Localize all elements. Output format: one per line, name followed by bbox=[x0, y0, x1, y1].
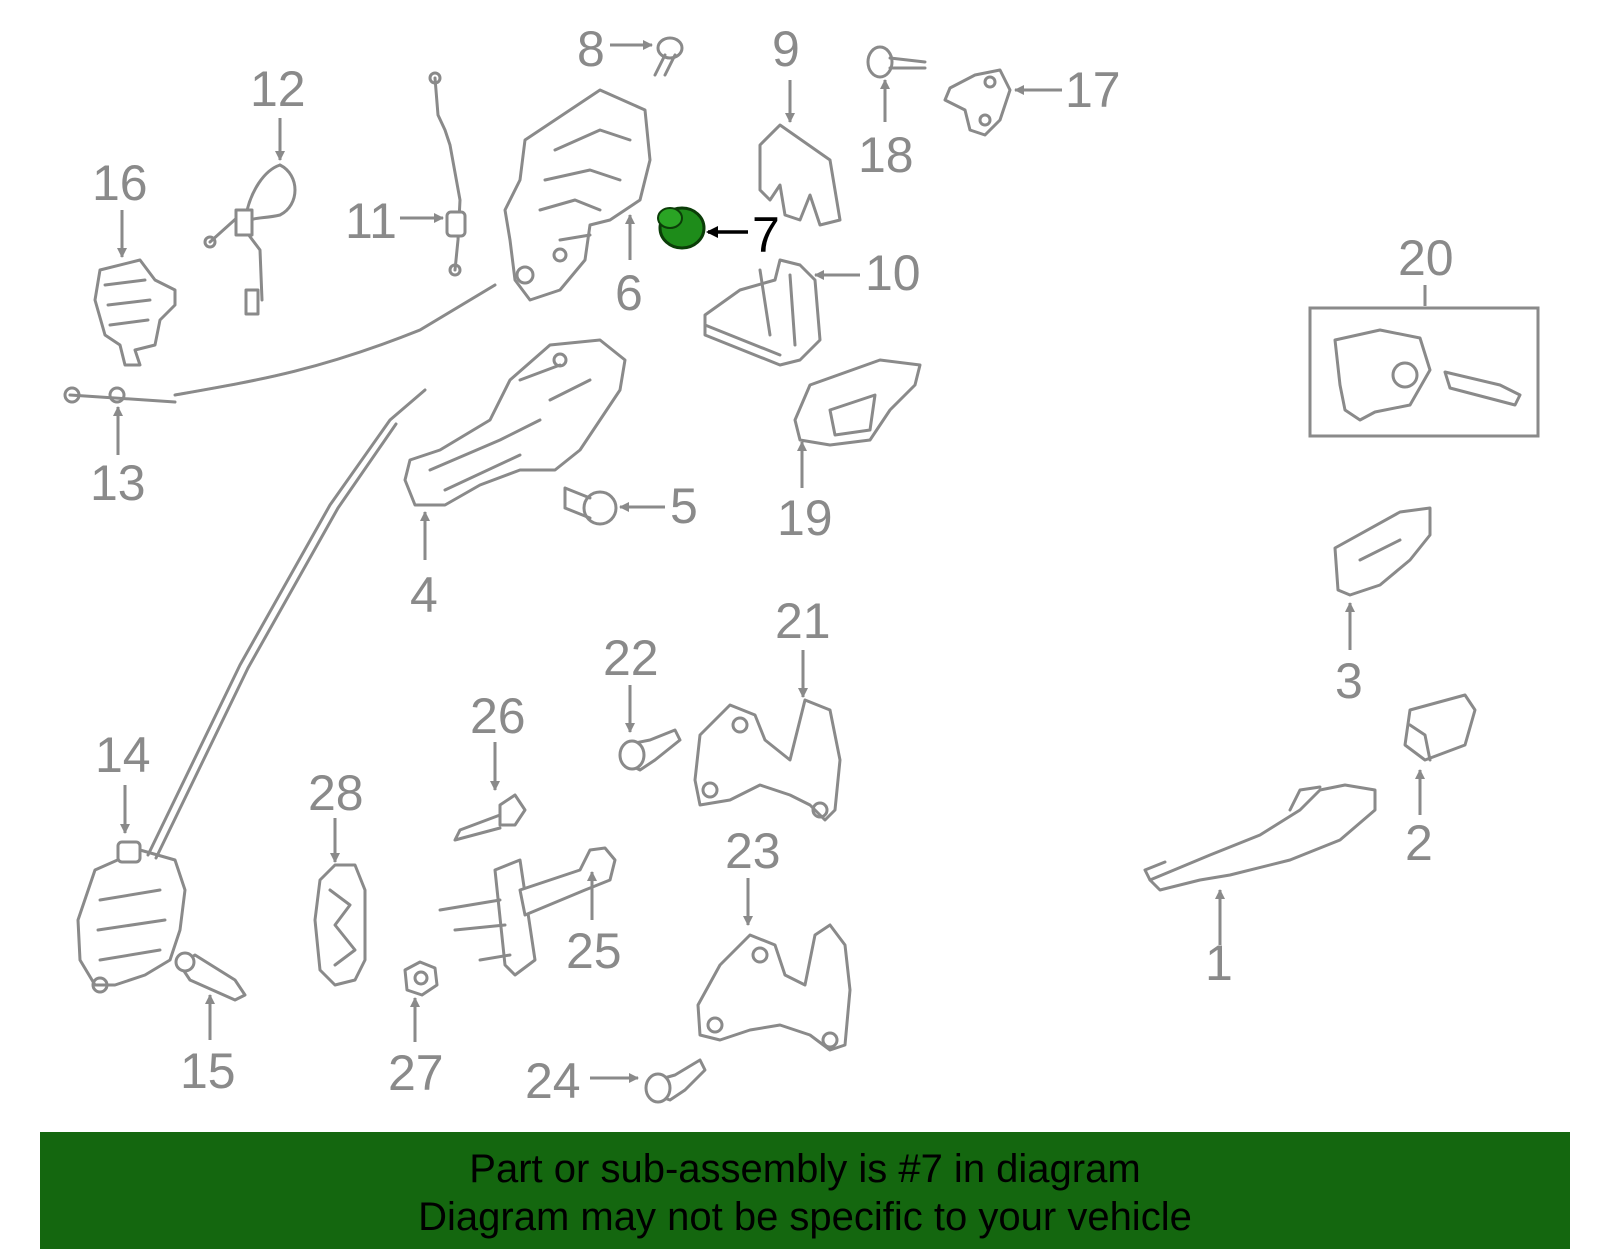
part-11-rod bbox=[428, 71, 467, 277]
part-16-actuator bbox=[93, 258, 177, 367]
part-24-bolt bbox=[644, 1058, 707, 1104]
part-9-cover bbox=[758, 123, 842, 227]
part-17-striker bbox=[943, 68, 1012, 137]
part-19-inner-handle bbox=[793, 358, 922, 447]
callout-18: 18 bbox=[858, 127, 914, 183]
callout-10: 10 bbox=[865, 245, 921, 301]
part-14-cable bbox=[146, 388, 427, 860]
callout-15: 15 bbox=[180, 1043, 236, 1099]
callout-21: 21 bbox=[775, 593, 831, 649]
callout-23: 23 bbox=[725, 823, 781, 879]
callout-17: 17 bbox=[1065, 62, 1121, 118]
callout-1: 1 bbox=[1205, 935, 1233, 991]
part-2-end-cap bbox=[1403, 693, 1477, 762]
part-12-cable bbox=[203, 163, 297, 316]
banner-line-part: Part or sub-assembly is #7 in diagram bbox=[469, 1147, 1141, 1191]
part-3-handle-cover bbox=[1333, 506, 1432, 597]
callout-13: 13 bbox=[90, 455, 146, 511]
info-banner: Part or sub-assembly is #7 in diagram Di… bbox=[40, 1132, 1570, 1249]
part-27-nut bbox=[403, 960, 439, 997]
part-22-bolt bbox=[618, 728, 682, 772]
part-20-lock-cylinder bbox=[1308, 306, 1540, 438]
callout-11: 11 bbox=[345, 193, 397, 249]
callout-25: 25 bbox=[566, 923, 622, 979]
part-5-bolt bbox=[563, 486, 618, 526]
part-23-hinge-lower bbox=[696, 923, 852, 1052]
callout-26: 26 bbox=[470, 688, 526, 744]
part-1-outer-handle bbox=[1143, 783, 1377, 892]
part-8-screw bbox=[653, 36, 684, 77]
callout-22: 22 bbox=[603, 630, 659, 686]
callout-7: 7 bbox=[752, 207, 780, 263]
part-28-cover bbox=[313, 863, 367, 987]
callout-6: 6 bbox=[615, 265, 643, 321]
callout-28: 28 bbox=[308, 765, 364, 821]
callout-8: 8 bbox=[577, 21, 605, 77]
part-25-door-check bbox=[438, 846, 617, 977]
callout-12: 12 bbox=[250, 61, 306, 117]
part-10-bracket bbox=[703, 258, 822, 367]
callout-4: 4 bbox=[410, 567, 438, 623]
part-6-latch-assembly bbox=[503, 88, 652, 302]
part-14-latch bbox=[76, 840, 187, 994]
part-21-hinge-upper bbox=[693, 698, 842, 822]
callout-5: 5 bbox=[670, 478, 698, 534]
leader-lines bbox=[113, 40, 1427, 1083]
banner-line-disclaimer: Diagram may not be specific to your vehi… bbox=[418, 1195, 1192, 1239]
callout-20: 20 bbox=[1398, 230, 1454, 286]
part-7-fastener bbox=[657, 206, 706, 250]
callout-19: 19 bbox=[777, 490, 833, 546]
callout-9: 9 bbox=[772, 21, 800, 77]
part-4-handle-carrier bbox=[403, 338, 627, 507]
callout-14: 14 bbox=[95, 727, 151, 783]
part-18-pin bbox=[866, 45, 927, 79]
callout-2: 2 bbox=[1405, 815, 1433, 871]
part-26-bolt bbox=[453, 793, 527, 842]
callout-labels: 1 2 3 4 5 6 7 8 9 10 11 12 13 14 15 16 1… bbox=[90, 21, 1454, 1109]
callout-16: 16 bbox=[92, 155, 148, 211]
part-13-cable bbox=[63, 283, 497, 404]
callout-3: 3 bbox=[1335, 653, 1363, 709]
callout-24: 24 bbox=[525, 1053, 581, 1109]
part-15-bolt bbox=[174, 951, 247, 1002]
callout-27: 27 bbox=[388, 1045, 444, 1101]
